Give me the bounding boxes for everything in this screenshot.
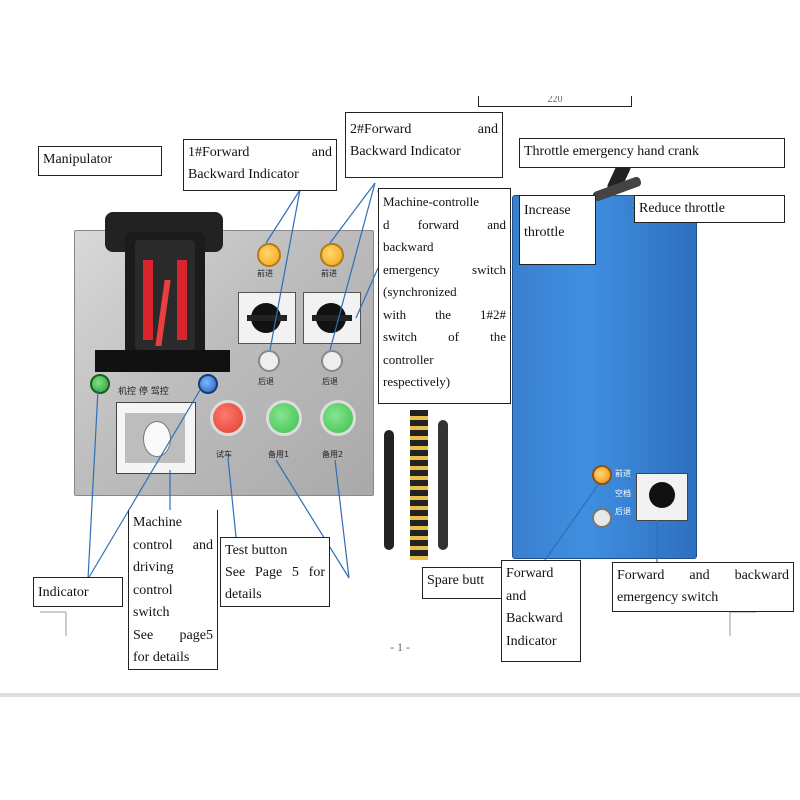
ms-line-1: d forward and (383, 216, 506, 232)
forward-label-1: 前进 (257, 269, 273, 278)
fwd1-indicator-label: 1#Forward and Backward Indicator (183, 139, 337, 191)
fbi-line-2: Backward (506, 611, 563, 626)
ms-line-4: (synchronized (383, 284, 457, 299)
ms-line-2: backward (383, 239, 434, 254)
tb-line-2: details (225, 587, 262, 602)
indicator-2-forward (320, 243, 344, 267)
mc-line-6: for details (133, 650, 190, 665)
fwd-bwd-indicator-label: Forward and Backward Indicator (501, 560, 581, 662)
mc-line-2: driving (133, 560, 174, 575)
ms-line-8: respectively) (383, 374, 451, 389)
manipulator-label: Manipulator (38, 146, 162, 176)
manipulator-lever[interactable] (95, 212, 230, 372)
fwd2-line1: 2#Forward and (350, 122, 498, 137)
top-label-box: 220 (478, 96, 632, 107)
ms-line-3: emergency switch (383, 261, 506, 277)
fwd2-indicator-label: 2#Forward and Backward Indicator (345, 112, 503, 178)
ms-line-7: controller (383, 351, 434, 367)
cabinet-emergency-switch[interactable] (636, 473, 688, 521)
mc-line-1: control and (133, 537, 213, 553)
mc-line-0: Machine (133, 515, 182, 530)
fwd1-line1: 1#Forward and (188, 145, 332, 160)
test-label: 试车 (216, 450, 232, 459)
fwd2-line2: Backward Indicator (350, 144, 461, 159)
reduce-throttle-label: Reduce throttle (634, 195, 785, 223)
cab-forward-label: 前进 (615, 469, 631, 478)
wiring-bundle (380, 400, 460, 570)
ms-line-6: switch of the (383, 329, 506, 344)
ms-line-5: with the 1#2# (383, 306, 506, 322)
cab-backward-label: 后退 (615, 507, 631, 516)
fwd1-line2: Backward Indicator (188, 167, 299, 182)
indicator-label: Indicator (33, 577, 123, 607)
increase-throttle-label: Increase throttle (519, 195, 596, 265)
machine-control-label: Machine control and driving control swit… (128, 510, 218, 670)
tb-line-1: See Page 5 for (225, 565, 325, 580)
machine-control-switch[interactable] (116, 402, 196, 474)
backward-label-1: 后退 (258, 377, 274, 386)
backward-label-2: 后退 (322, 377, 338, 386)
machine-switch-label: Machine-controlle d forward and backward… (378, 188, 511, 404)
cabinet-forward-indicator (592, 465, 612, 485)
rotary-switch-1[interactable] (238, 292, 296, 344)
cabinet-backward-indicator (592, 508, 612, 528)
mc-line-5: See page5 (133, 627, 213, 643)
mode-label: 机控 停 驾控 (118, 387, 169, 397)
increase-line2: throttle (524, 225, 565, 240)
fbe-line-0: Forward and backward (617, 568, 789, 583)
test-button[interactable] (210, 400, 246, 436)
spare-button-2[interactable] (320, 400, 356, 436)
fwd-bwd-emergency-label: Forward and backward emergency switch (612, 562, 794, 612)
spare-button-1[interactable] (266, 400, 302, 436)
spare1-label: 备用1 (268, 450, 290, 459)
indicator-1-forward (257, 243, 281, 267)
fbe-line-1: emergency switch (617, 590, 719, 605)
fbi-line-1: and (506, 588, 527, 604)
top-label-fragment: 220 (547, 96, 563, 105)
cab-neutral-label: 空档 (615, 489, 631, 498)
forward-label-2: 前进 (321, 269, 337, 278)
fbi-line-3: Indicator (506, 633, 557, 649)
spare2-label: 备用2 (322, 450, 344, 459)
increase-line1: Increase (524, 203, 571, 218)
indicator-1-backward (258, 350, 280, 372)
page-number: - 1 - (390, 640, 410, 654)
spare-button-label: Spare butt (422, 567, 504, 599)
fbi-line-0: Forward (506, 566, 554, 581)
indicator-blue-right (198, 374, 218, 394)
indicator-2-backward (321, 350, 343, 372)
mc-line-4: switch (133, 605, 170, 620)
indicator-green-left (90, 374, 110, 394)
throttle-crank-label: Throttle emergency hand crank (519, 138, 785, 168)
mc-line-3: control (133, 582, 173, 598)
test-button-label: Test button See Page 5 for details (220, 537, 330, 607)
ms-line-0: Machine-controlle (383, 194, 480, 209)
tb-line-0: Test button (225, 543, 288, 558)
